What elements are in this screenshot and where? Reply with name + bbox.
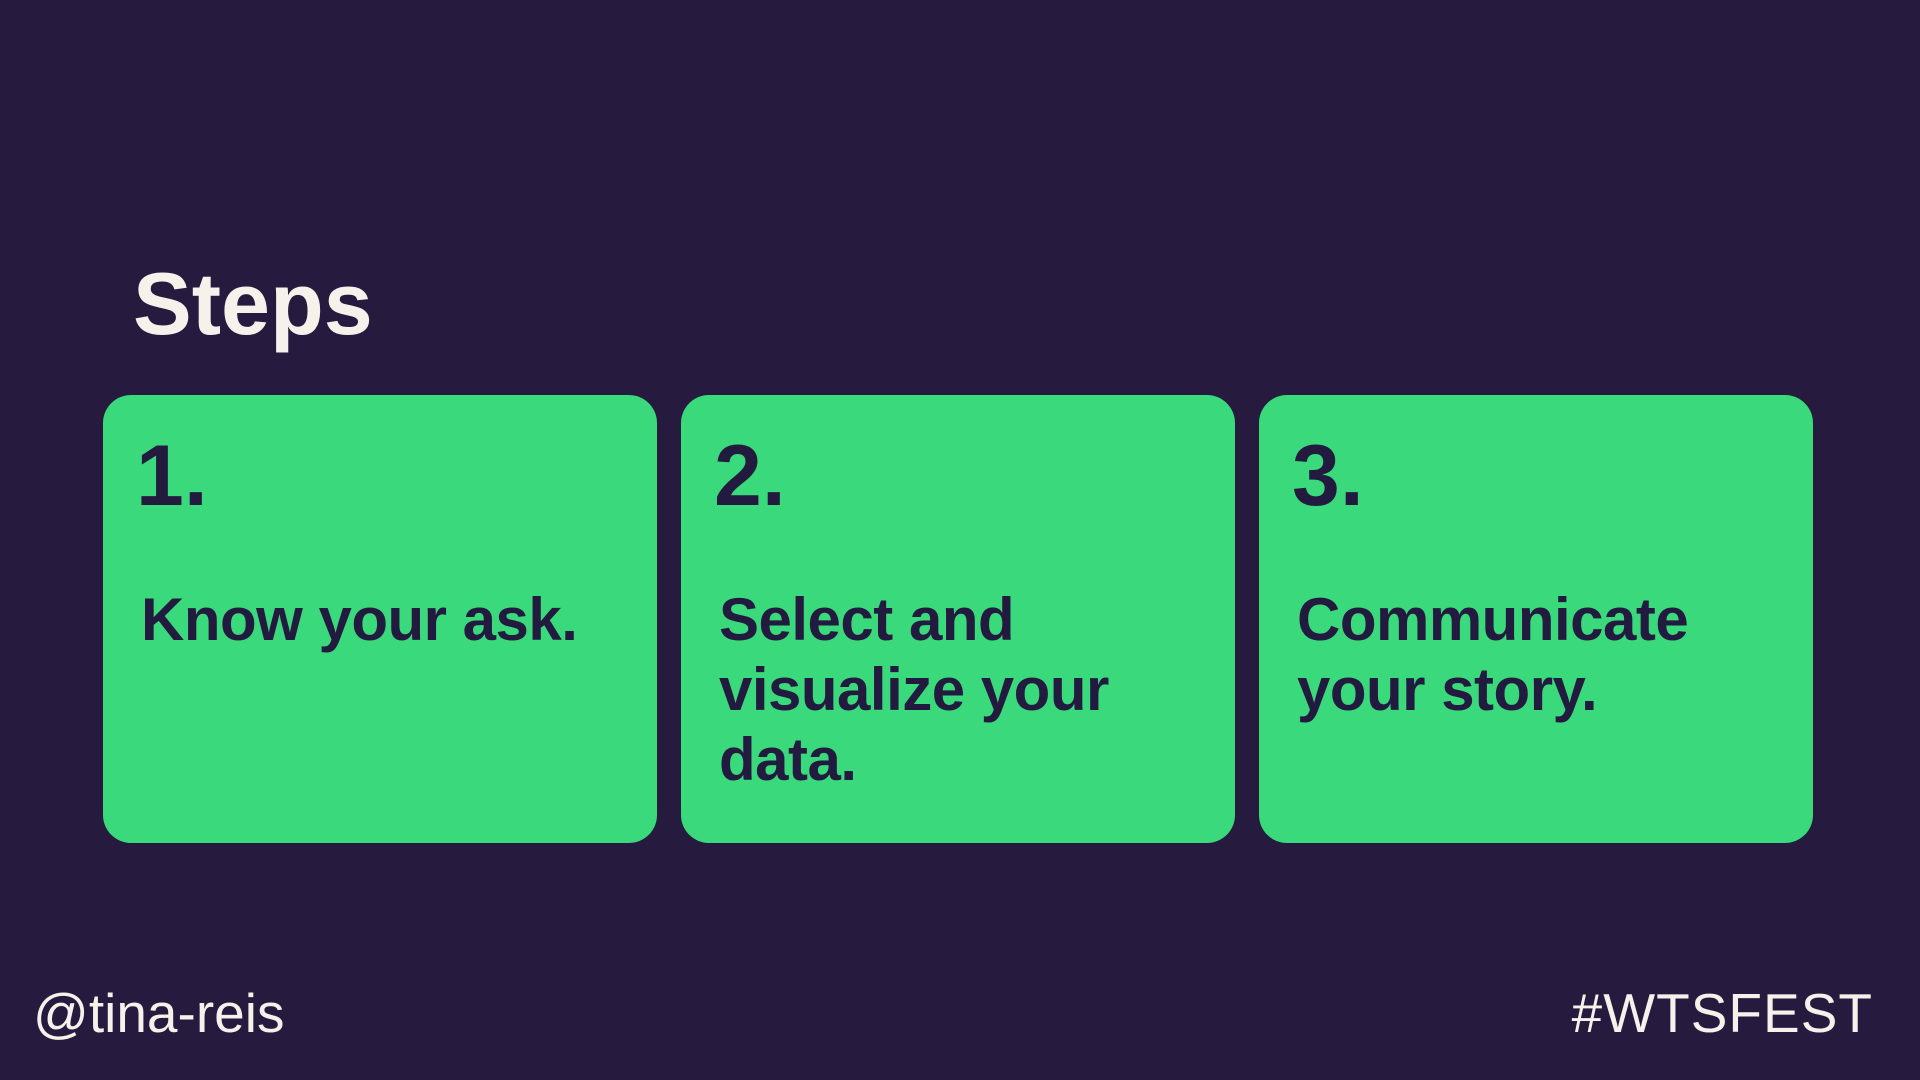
step-card-3: 3. Communicate your story. <box>1259 395 1813 843</box>
steps-cards-row: 1. Know your ask. 2. Select and visualiz… <box>103 395 1813 843</box>
step-2-text: Select and visualize your data. <box>719 586 1109 793</box>
author-handle: @tina-reis <box>33 982 285 1044</box>
step-2-number: 2. <box>714 428 786 524</box>
event-hashtag: #WTSFEST <box>1571 982 1873 1044</box>
step-card-2: 2. Select and visualize your data. <box>681 395 1235 843</box>
step-card-1: 1. Know your ask. <box>103 395 657 843</box>
step-3-number: 3. <box>1292 428 1364 524</box>
step-3-text: Communicate your story. <box>1297 586 1689 723</box>
step-1-number: 1. <box>136 428 208 524</box>
slide-title: Steps <box>133 254 373 353</box>
step-1-text: Know your ask. <box>141 586 578 653</box>
